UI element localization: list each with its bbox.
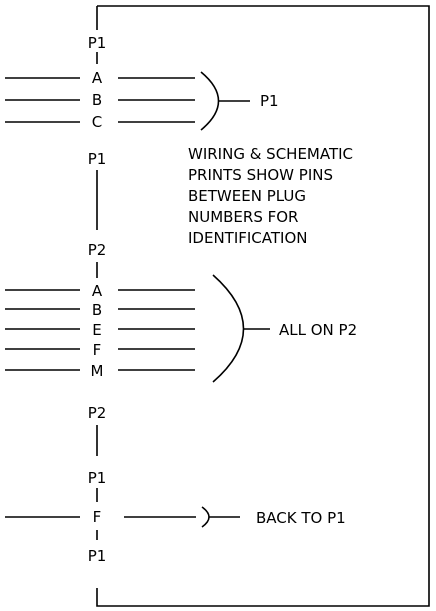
note-line: WIRING & SCHEMATIC [188,145,353,163]
note-line: IDENTIFICATION [188,229,308,247]
pin-label: B [92,91,102,109]
group-target-label: P1 [260,92,279,110]
pin-label: C [92,113,102,131]
pin-group-2: A B E F M ALL ON P2 [5,274,357,383]
pin-label: M [91,362,104,380]
pin-group-3: F BACK TO P1 [5,506,346,528]
pin-label: F [93,508,102,526]
group-target-label: BACK TO P1 [256,509,346,527]
note-block: WIRING & SCHEMATIC PRINTS SHOW PINS BETW… [188,145,353,247]
pin-label: B [92,301,102,319]
pin-label: A [92,69,103,87]
note-line: BETWEEN PLUG [188,187,306,205]
plug-label-p1-before-group3: P1 [88,469,107,487]
pin-label: F [93,341,102,359]
enclosure-outline [96,5,430,607]
pin-group-1: A B C P1 [5,69,279,131]
pin-label: E [92,321,101,339]
bracket-arc [212,274,245,383]
pin-label: A [92,282,103,300]
bracket-arc [201,506,210,528]
note-line: NUMBERS FOR [188,208,298,226]
plug-label-p1-top: P1 [88,34,107,52]
plug-label-p1-bottom: P1 [88,547,107,565]
plug-label-p2-top: P2 [88,241,107,259]
plug-label-p1-after-group1: P1 [88,150,107,168]
group-target-label: ALL ON P2 [279,321,357,339]
plug-label-p2-bottom: P2 [88,404,107,422]
note-line: PRINTS SHOW PINS [188,166,333,184]
bracket-arc [200,71,220,131]
